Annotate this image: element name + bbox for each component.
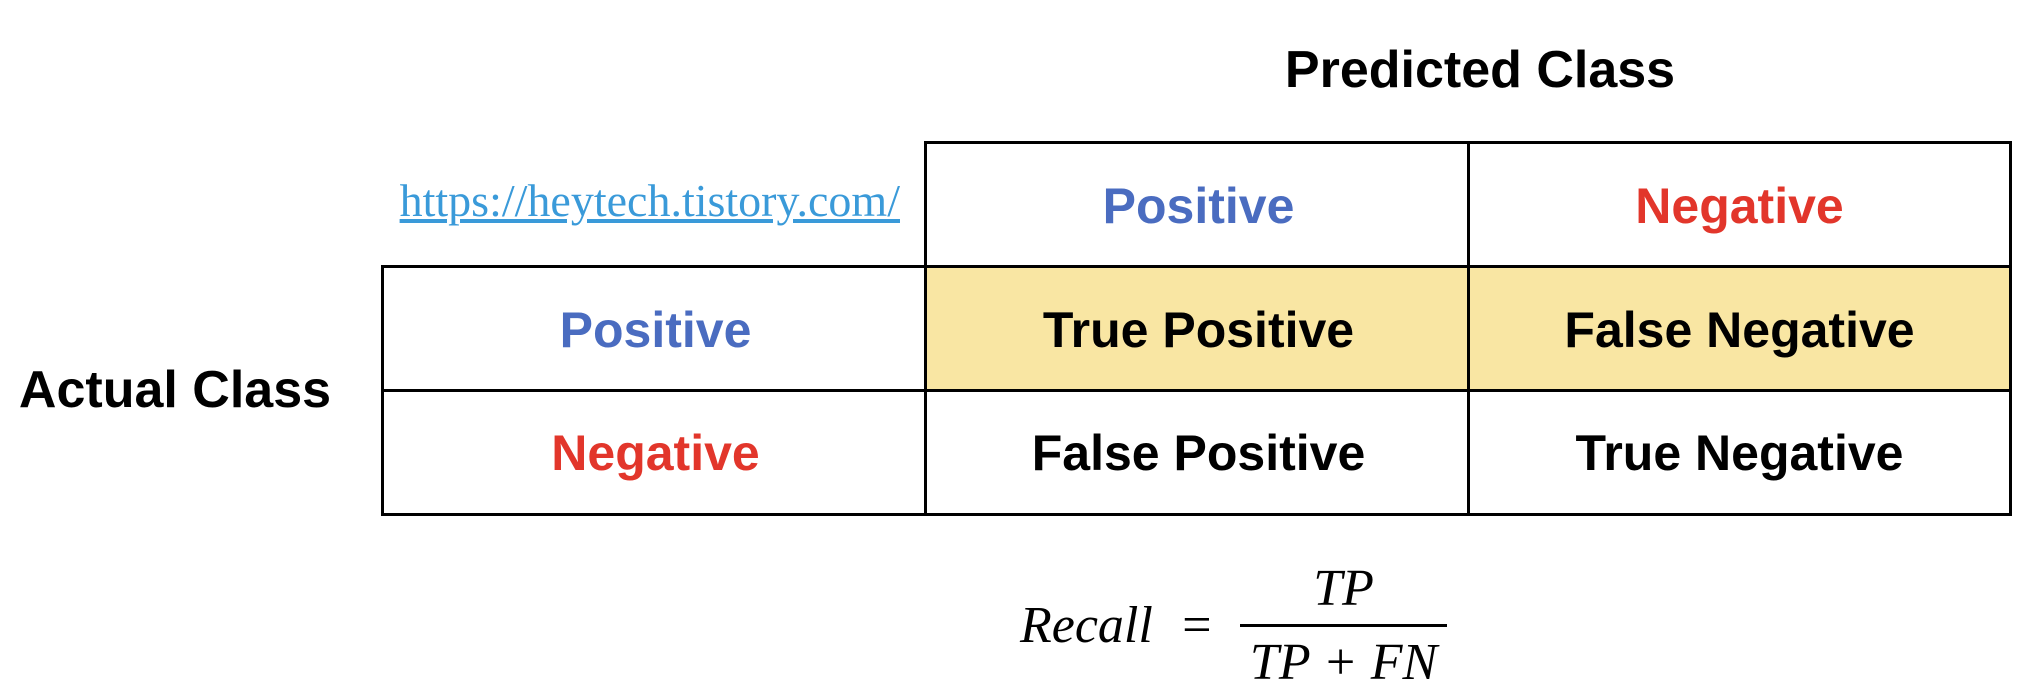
cell-false-positive: False Positive xyxy=(924,389,1470,516)
cell-false-negative: False Negative xyxy=(1467,265,2012,392)
formula-equals: = xyxy=(1178,596,1214,654)
formula-lhs: Recall xyxy=(1020,596,1153,654)
cell-true-positive: True Positive xyxy=(924,265,1470,392)
formula-numerator: TP xyxy=(1313,559,1374,617)
recall-formula: Recall = TP TP + FN xyxy=(1020,555,1480,695)
row-header-positive: Positive xyxy=(381,265,927,392)
fraction-bar xyxy=(1239,623,1448,627)
col-header-negative: Negative xyxy=(1467,141,2012,268)
formula-fraction: TP TP + FN xyxy=(1239,559,1448,692)
source-link[interactable]: https://heytech.tistory.com/ xyxy=(399,174,900,226)
formula-denominator: TP + FN xyxy=(1249,633,1438,691)
cell-true-negative: True Negative xyxy=(1467,389,2012,516)
col-header-positive: Positive xyxy=(924,141,1470,268)
row-header-negative: Negative xyxy=(381,389,927,516)
actual-class-title: Actual Class xyxy=(18,361,332,419)
predicted-class-title: Predicted Class xyxy=(1284,41,1676,99)
